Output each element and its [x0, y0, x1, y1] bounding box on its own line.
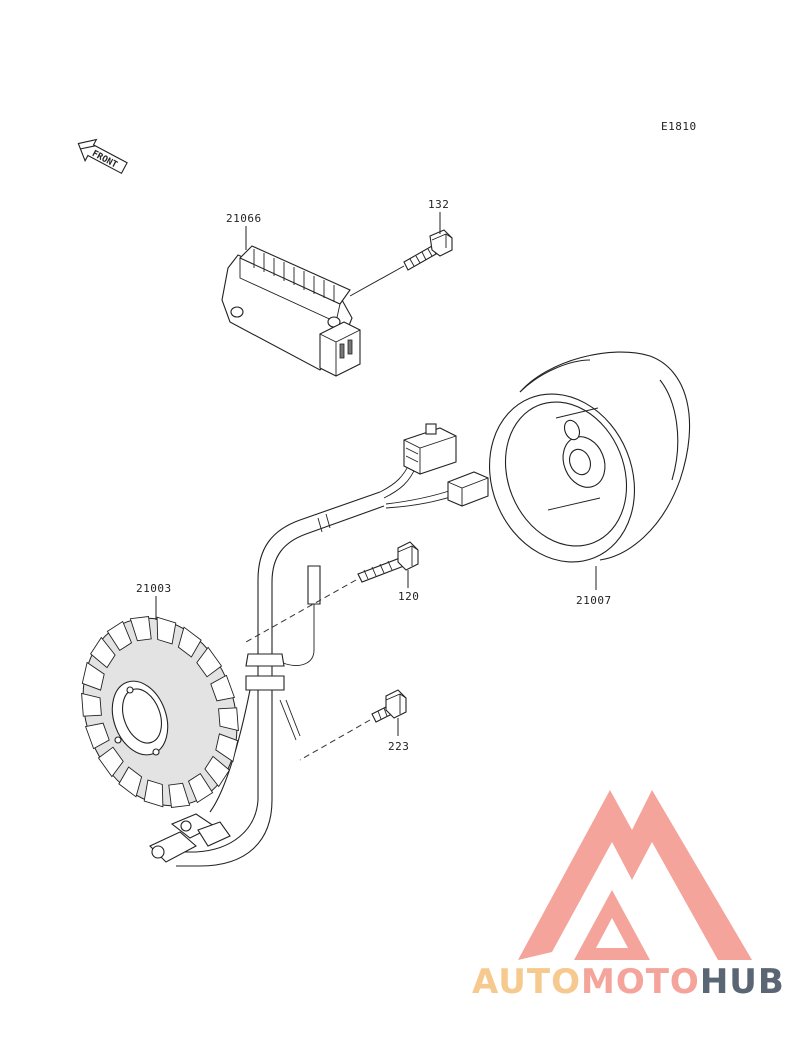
part-label-21003: 21003 — [136, 582, 172, 595]
stator-tooth — [118, 766, 143, 798]
stator-tooth — [81, 692, 102, 717]
stator-tooth — [196, 646, 223, 678]
part-label-120: 120 — [398, 590, 419, 603]
stator-tooth — [204, 755, 230, 788]
stator-tooth — [168, 782, 191, 809]
watermark-text: AUTOMOTOHUB — [472, 962, 785, 1002]
stator-tooth — [106, 620, 133, 652]
stator-tooth — [218, 707, 239, 732]
stator-tooth — [84, 722, 110, 750]
part-label-132: 132 — [428, 198, 449, 211]
stator-tooth — [210, 674, 236, 702]
stator-tooth — [129, 615, 152, 642]
watermark-hub: HUB — [700, 962, 785, 1002]
front-arrow-icon: FRONT — [77, 138, 128, 175]
part-label-21007: 21007 — [576, 594, 612, 607]
watermark-auto: AUTO — [472, 962, 581, 1002]
bolt-120 — [357, 541, 419, 583]
stator-coil — [81, 615, 239, 809]
bolt-223 — [371, 689, 407, 723]
automotohub-logo-icon — [518, 790, 752, 960]
flywheel-rotor — [488, 351, 691, 563]
regulator-rectifier — [221, 245, 361, 377]
wire-harness — [149, 423, 489, 867]
stator-tooth — [90, 636, 116, 669]
bolt-132 — [403, 229, 453, 271]
diagram-code: E1810 — [661, 120, 697, 133]
stator-tooth — [187, 772, 214, 804]
stator-tooth — [177, 626, 202, 658]
stator-tooth — [81, 661, 105, 691]
stator-tooth — [143, 779, 164, 808]
watermark-moto: MOTO — [581, 962, 700, 1002]
stator-tooth — [215, 733, 239, 763]
part-label-223: 223 — [388, 740, 409, 753]
stator-tooth — [156, 616, 177, 645]
stator-tooth — [97, 746, 124, 778]
part-label-21066: 21066 — [226, 212, 262, 225]
